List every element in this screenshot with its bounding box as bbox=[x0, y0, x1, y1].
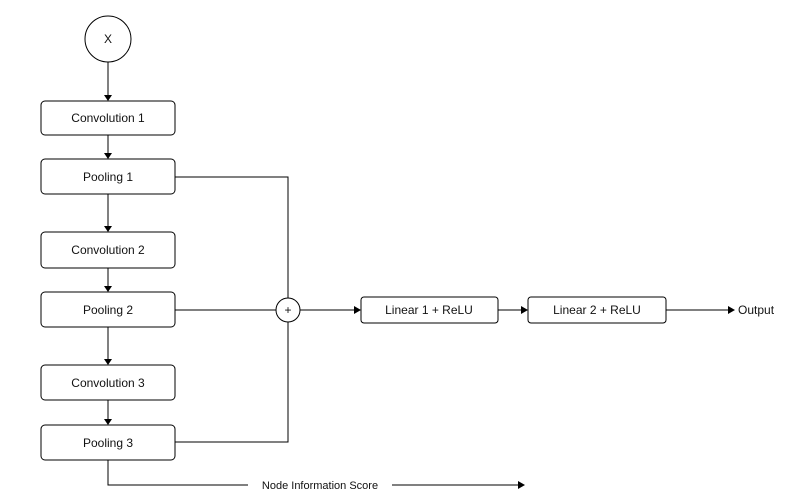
arrowhead bbox=[104, 153, 112, 159]
node-pooling-3: Pooling 3 bbox=[40, 424, 176, 461]
arrowhead bbox=[104, 419, 112, 425]
node-label: Linear 2 + ReLU bbox=[553, 303, 641, 317]
arrowhead bbox=[104, 226, 112, 232]
score-label-background bbox=[248, 478, 392, 492]
arrowhead bbox=[104, 95, 112, 101]
node-convolution-1: Convolution 1 bbox=[40, 100, 176, 136]
node-label: Convolution 3 bbox=[71, 376, 145, 390]
input-node-x: X bbox=[84, 15, 132, 63]
sum-node: + bbox=[275, 297, 301, 323]
node-label: Linear 1 + ReLU bbox=[385, 303, 473, 317]
arrowhead bbox=[728, 306, 735, 314]
node-label: Convolution 2 bbox=[71, 243, 145, 257]
node-label: Pooling 3 bbox=[83, 436, 133, 450]
arrowhead bbox=[104, 286, 112, 292]
node-linear-2-relu: Linear 2 + ReLU bbox=[527, 296, 667, 324]
node-label: Pooling 2 bbox=[83, 303, 133, 317]
node-convolution-2: Convolution 2 bbox=[40, 231, 176, 269]
edge-pool1-sum bbox=[175, 176, 289, 298]
node-label: Pooling 1 bbox=[83, 170, 133, 184]
arrowhead bbox=[104, 359, 112, 365]
arrowhead bbox=[518, 481, 525, 489]
sum-node-label: + bbox=[284, 303, 291, 317]
node-pooling-2: Pooling 2 bbox=[40, 291, 176, 328]
node-pooling-1: Pooling 1 bbox=[40, 158, 176, 195]
arrowhead bbox=[354, 306, 361, 314]
output-label: Output bbox=[738, 303, 775, 317]
edges bbox=[104, 62, 735, 489]
node-label: Convolution 1 bbox=[71, 111, 145, 125]
input-node-label: X bbox=[104, 32, 112, 46]
edge-pool3-sum bbox=[175, 322, 289, 443]
arrowhead bbox=[521, 306, 528, 314]
node-linear-1-relu: Linear 1 + ReLU bbox=[360, 296, 499, 324]
score-label: Node Information Score bbox=[262, 480, 378, 492]
node-convolution-3: Convolution 3 bbox=[40, 364, 176, 401]
